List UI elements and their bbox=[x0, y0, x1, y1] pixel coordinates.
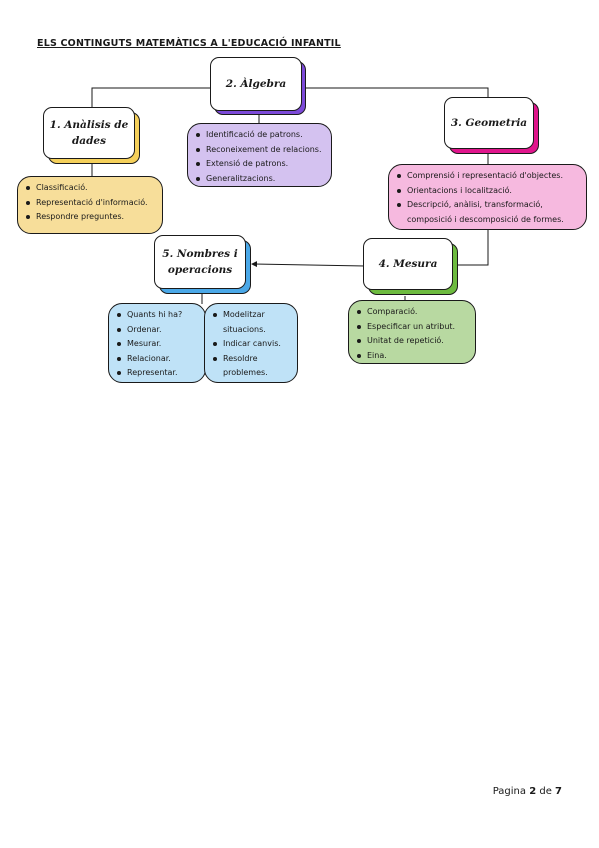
node-dades-line2: dades bbox=[71, 135, 107, 147]
footer-de: de bbox=[539, 786, 552, 797]
footer-total: 7 bbox=[555, 786, 562, 797]
node-nombres-line1: 5. Nombres i bbox=[162, 247, 238, 260]
node-algebra-label: 2. Àlgebra bbox=[225, 77, 287, 90]
box-geometria: Comprensió i representació d'objectes. O… bbox=[388, 164, 587, 230]
node-nombres: 5. Nombres i operacions bbox=[154, 235, 246, 289]
node-dades: 1. Anàlisis de dades bbox=[43, 107, 135, 159]
list-item: Generalitzacions. bbox=[196, 172, 325, 187]
page-footer: Pagina 2 de 7 bbox=[493, 786, 562, 797]
list-item: Orientacions i localització. bbox=[397, 184, 582, 199]
node-algebra: 2. Àlgebra bbox=[210, 57, 302, 111]
footer-page: 2 bbox=[529, 786, 537, 797]
list-item: Representació d'informació. bbox=[26, 196, 156, 211]
list-item: Comparació. bbox=[357, 305, 469, 320]
list-item: Descripció, anàlisi, transformació, bbox=[397, 198, 582, 213]
list-item: Relacionar. bbox=[117, 352, 199, 367]
list-item: Reconeixement de relacions. bbox=[196, 143, 325, 158]
list-item: Eina. bbox=[357, 349, 469, 364]
box-mesura: Comparació. Especificar un atribut. Unit… bbox=[348, 300, 476, 364]
list-item: Quants hi ha? bbox=[117, 308, 199, 323]
node-dades-line1: 1. Anàlisis de bbox=[49, 118, 129, 131]
list-item: Extensió de patrons. bbox=[196, 157, 325, 172]
footer-prefix: Pagina bbox=[492, 786, 526, 797]
list-item: Mesurar. bbox=[117, 337, 199, 352]
page-title: ELS CONTINGUTS MATEMÀTICS A L'EDUCACIÓ I… bbox=[37, 38, 341, 49]
node-mesura: 4. Mesura bbox=[363, 238, 453, 290]
list-item: Classificació. bbox=[26, 181, 156, 196]
connector-algebra-geometria bbox=[300, 87, 489, 100]
box-nombres-right: Modelitzar situacions. Indicar canvis. R… bbox=[204, 303, 298, 383]
connector-geometria-mesura bbox=[455, 230, 489, 266]
list-item: Ordenar. bbox=[117, 323, 199, 338]
node-mesura-label: 4. Mesura bbox=[378, 257, 438, 270]
connector-mesura-nombres bbox=[251, 261, 366, 268]
list-item: Especificar un atribut. bbox=[357, 320, 469, 335]
list-item: problemes. bbox=[223, 368, 268, 377]
box-dades: Classificació. Representació d'informaci… bbox=[17, 176, 163, 234]
list-item: Indicar canvis. bbox=[213, 337, 291, 352]
list-item: Modelitzar bbox=[213, 308, 291, 323]
box-nombres-left: Quants hi ha? Ordenar. Mesurar. Relacion… bbox=[108, 303, 206, 383]
box-algebra: Identificació de patrons. Reconeixement … bbox=[187, 123, 332, 187]
connector-algebra-dades bbox=[91, 87, 212, 110]
list-item: Unitat de repetició. bbox=[357, 334, 469, 349]
node-geometria-label: 3. Geometria bbox=[450, 116, 528, 129]
list-item: Identificació de patrons. bbox=[196, 128, 325, 143]
list-item: Representar. bbox=[117, 366, 199, 381]
list-item: Comprensió i representació d'objectes. bbox=[397, 169, 582, 184]
list-item: composició i descomposició de formes. bbox=[407, 214, 564, 224]
list-item: Resoldre bbox=[213, 352, 291, 367]
node-nombres-line2: operacions bbox=[167, 264, 233, 276]
list-item: situacions. bbox=[223, 324, 266, 334]
node-geometria: 3. Geometria bbox=[444, 97, 534, 149]
list-item: Respondre preguntes. bbox=[26, 210, 156, 225]
